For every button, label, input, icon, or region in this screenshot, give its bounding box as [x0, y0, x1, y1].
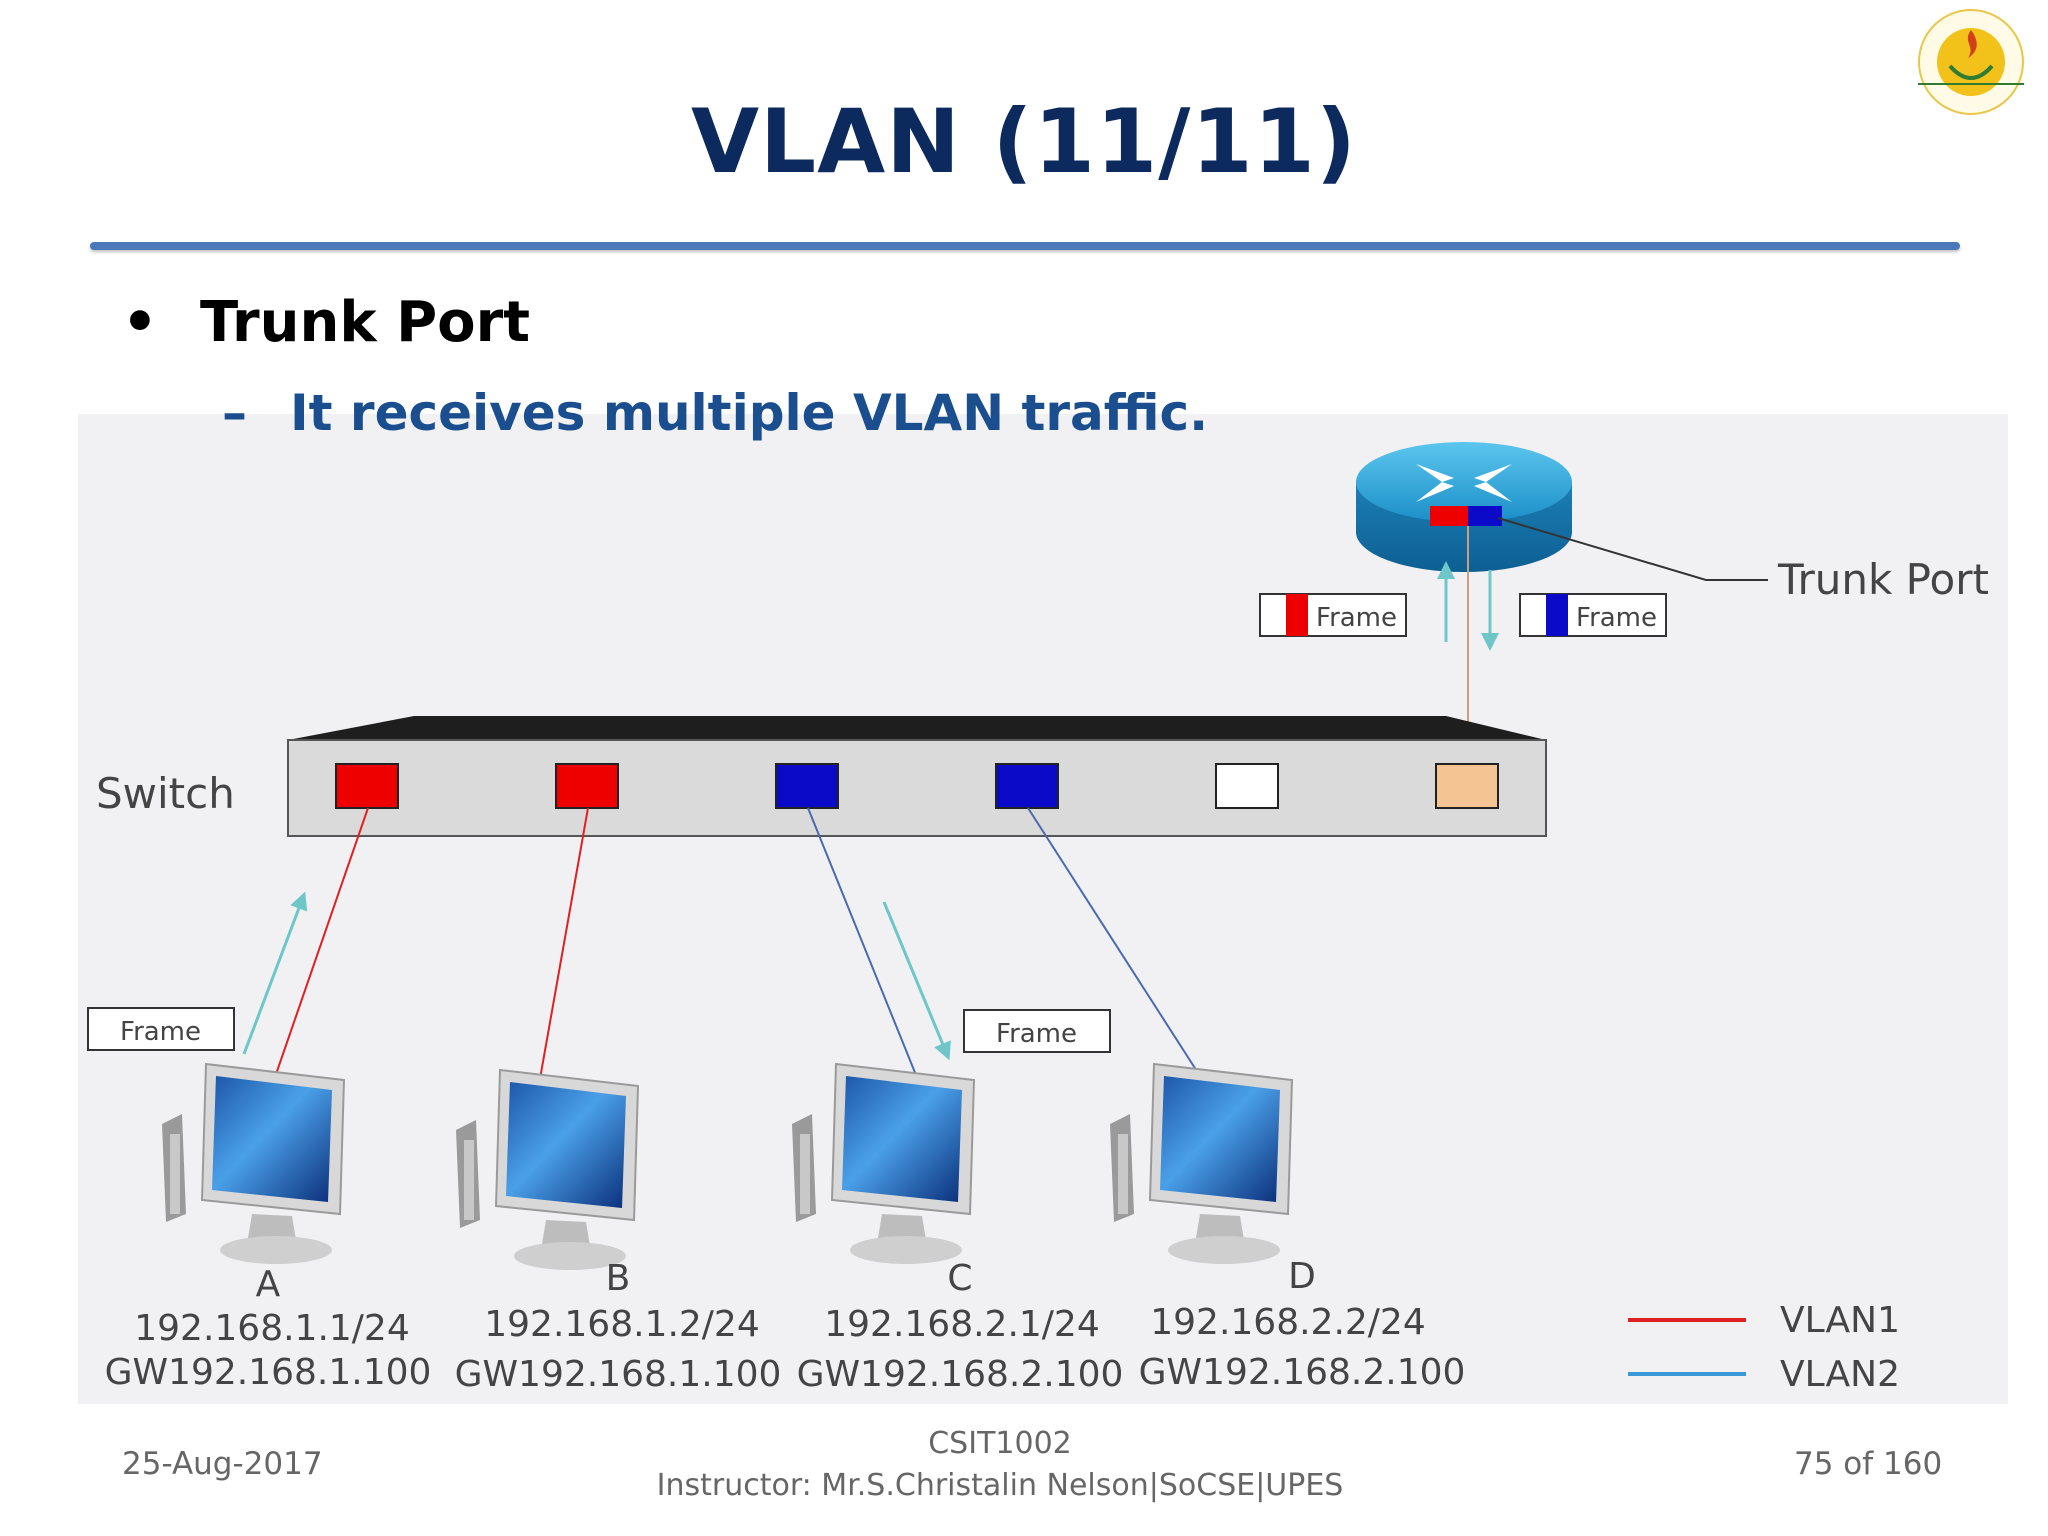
frame-label: Frame [120, 1017, 201, 1047]
footer-instructor: Instructor: Mr.S.Christalin Nelson|SoCSE… [656, 1468, 1344, 1503]
tagged-frame-vlan1: Frame [1259, 593, 1407, 637]
switch-label: Switch [96, 769, 235, 818]
trunk-port-callout-line [1497, 517, 1768, 581]
host-a-labels: A 192.168.1.1/24 GW192.168.1.100 [105, 1264, 432, 1393]
host-c-labels: C 192.168.2.1/24 GW192.168.2.100 [797, 1258, 1124, 1395]
bullet-trunk-port: • Trunk Port [122, 290, 530, 355]
upes-logo [1918, 9, 2024, 115]
sub-bullet-dash: – [222, 384, 247, 442]
host-b-name: B [606, 1258, 631, 1299]
footer-course: CSIT1002 [928, 1426, 1072, 1461]
bullet-dot: • [122, 290, 158, 355]
host-d-ip: 192.168.2.2/24 [1150, 1302, 1426, 1343]
host-d-name: D [1288, 1256, 1316, 1297]
computer-b-icon [456, 1068, 640, 1270]
switch-port-unused [1215, 763, 1279, 809]
frame-label: Frame [1576, 603, 1657, 633]
computer-d-icon [1110, 1062, 1294, 1264]
router-port-vlan1 [1430, 506, 1468, 526]
frame-arrow-a [242, 891, 308, 1055]
switch-port-d [995, 763, 1059, 809]
trunk-port-label: Trunk Port [1777, 555, 1989, 604]
switch-port-c [775, 763, 839, 809]
router-port-vlan2 [1468, 506, 1502, 526]
host-b-labels: B 192.168.1.2/24 GW192.168.1.100 [455, 1258, 782, 1395]
link-c [807, 807, 919, 1081]
frame-arrow-c [882, 901, 951, 1061]
host-a-name: A [256, 1264, 281, 1305]
tagged-frame-vlan2: Frame [1519, 593, 1667, 637]
legend-vlan1-label: VLAN1 [1780, 1300, 1900, 1341]
host-c-name: C [947, 1258, 972, 1299]
sub-bullet: –It receives multiple VLAN traffic. [222, 384, 1208, 442]
host-b-gateway: GW192.168.1.100 [455, 1354, 782, 1395]
host-a-gateway: GW192.168.1.100 [105, 1352, 432, 1393]
frame-c: Frame [963, 1009, 1111, 1053]
legend-vlan2-label: VLAN2 [1780, 1354, 1900, 1395]
host-d-labels: D 192.168.2.2/24 GW192.168.2.100 [1139, 1256, 1466, 1393]
host-d-gateway: GW192.168.2.100 [1139, 1352, 1466, 1393]
router-arrows-icon [1416, 464, 1512, 502]
computer-a-icon [162, 1062, 346, 1264]
footer-date: 25-Aug-2017 [122, 1446, 323, 1482]
slide-title: VLAN (11/11) [690, 90, 1358, 193]
host-c-gateway: GW192.168.2.100 [797, 1354, 1124, 1395]
switch-port-trunk [1435, 763, 1499, 809]
title-divider [90, 242, 1960, 250]
frame-label: Frame [996, 1019, 1077, 1049]
link-b [537, 807, 589, 1091]
router [1356, 442, 1572, 572]
computer-c-icon [792, 1062, 976, 1264]
switch-port-a [335, 763, 399, 809]
sub-bullet-text: It receives multiple VLAN traffic. [290, 384, 1209, 442]
switch [287, 716, 1547, 837]
legend: VLAN1 VLAN2 [1628, 1300, 1900, 1395]
switch-port-b [555, 763, 619, 809]
footer-page-number: 75 of 160 [1794, 1446, 1943, 1482]
frame-label: Frame [1316, 603, 1397, 633]
host-c-ip: 192.168.2.1/24 [824, 1304, 1100, 1345]
link-a [273, 807, 369, 1081]
frame-a: Frame [87, 1007, 235, 1051]
host-b-ip: 192.168.1.2/24 [484, 1304, 760, 1345]
bullet-text: Trunk Port [200, 290, 531, 355]
link-d [1027, 807, 1201, 1077]
host-a-ip: 192.168.1.1/24 [134, 1308, 410, 1349]
vlan-diagram: Trunk Port Frame Frame Switch [78, 414, 2008, 1404]
